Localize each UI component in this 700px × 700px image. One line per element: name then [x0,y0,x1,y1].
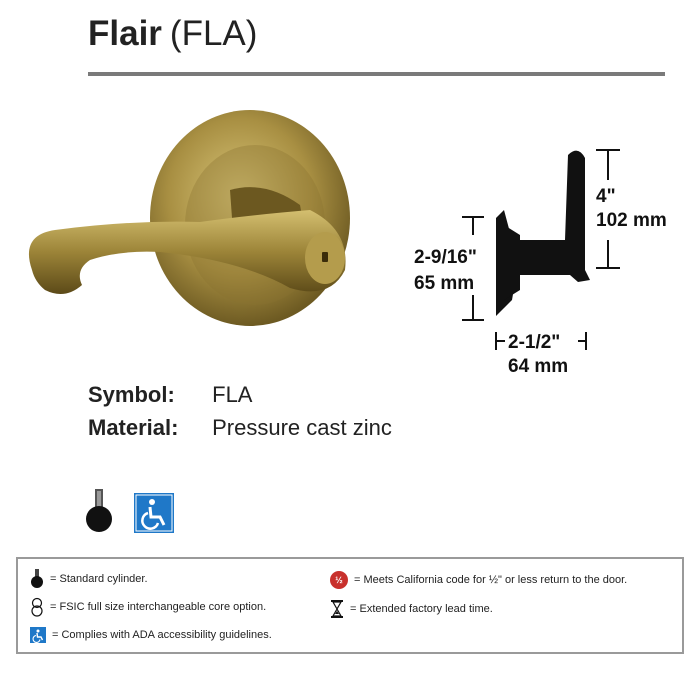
legend-standard-cylinder: = Standard cylinder. [30,569,148,589]
spec-value: Pressure cast zinc [212,415,392,440]
spec-label: Material: [88,415,179,440]
legend-box: = Standard cylinder. = FSIC full size in… [16,557,684,654]
page-title: Flair(FLA) [88,14,257,54]
spec-material: Material: Pressure cast zinc [88,411,392,444]
ada-icon [134,493,174,533]
legend-text: = Extended factory lead time. [350,603,493,615]
ada-icon [30,627,46,643]
legend-text: = FSIC full size interchangeable core op… [50,601,267,613]
height-mm-label: 102 mm [596,210,667,231]
lever-handle-image [28,110,350,326]
rose-mm-label: 65 mm [414,273,474,294]
title-divider [88,72,665,76]
legend-fsic: = FSIC full size interchangeable core op… [30,597,266,617]
fsic-core-icon [31,597,43,617]
spec-value: FLA [212,382,253,407]
feature-badges [86,487,186,540]
spec-symbol: Symbol: FLA [88,378,392,411]
product-name: Flair [88,14,162,53]
legend-text: = Standard cylinder. [50,573,148,585]
projection-mm-label: 64 mm [508,356,568,377]
standard-cylinder-icon [86,489,112,532]
legend-text: = Meets California code for ½" or less r… [354,574,628,586]
legend-lead-time: = Extended factory lead time. [330,599,493,619]
standard-cylinder-icon [31,569,43,588]
spec-label: Symbol: [88,382,175,407]
projection-in-label: 2-1/2" [508,332,560,353]
hourglass-icon [331,600,343,618]
legend-ada: = Complies with ADA accessibility guidel… [30,627,272,643]
product-code: (FLA) [169,14,258,53]
legend-text: = Complies with ADA accessibility guidel… [52,629,272,641]
california-code-icon: ½ [330,571,348,589]
height-in-label: 4" [596,186,616,207]
lever-profile-shape [512,150,590,282]
dimension-profile: 4" 102 mm 2-9/16" 65 mm 2-1/2" 64 mm [414,149,667,377]
spec-list: Symbol: FLA Material: Pressure cast zinc [88,378,392,444]
legend-california: ½ = Meets California code for ½" or less… [330,571,627,589]
privacy-turn-icon [322,252,328,262]
lever-body [28,210,346,294]
rose-in-label: 2-9/16" [414,247,477,268]
